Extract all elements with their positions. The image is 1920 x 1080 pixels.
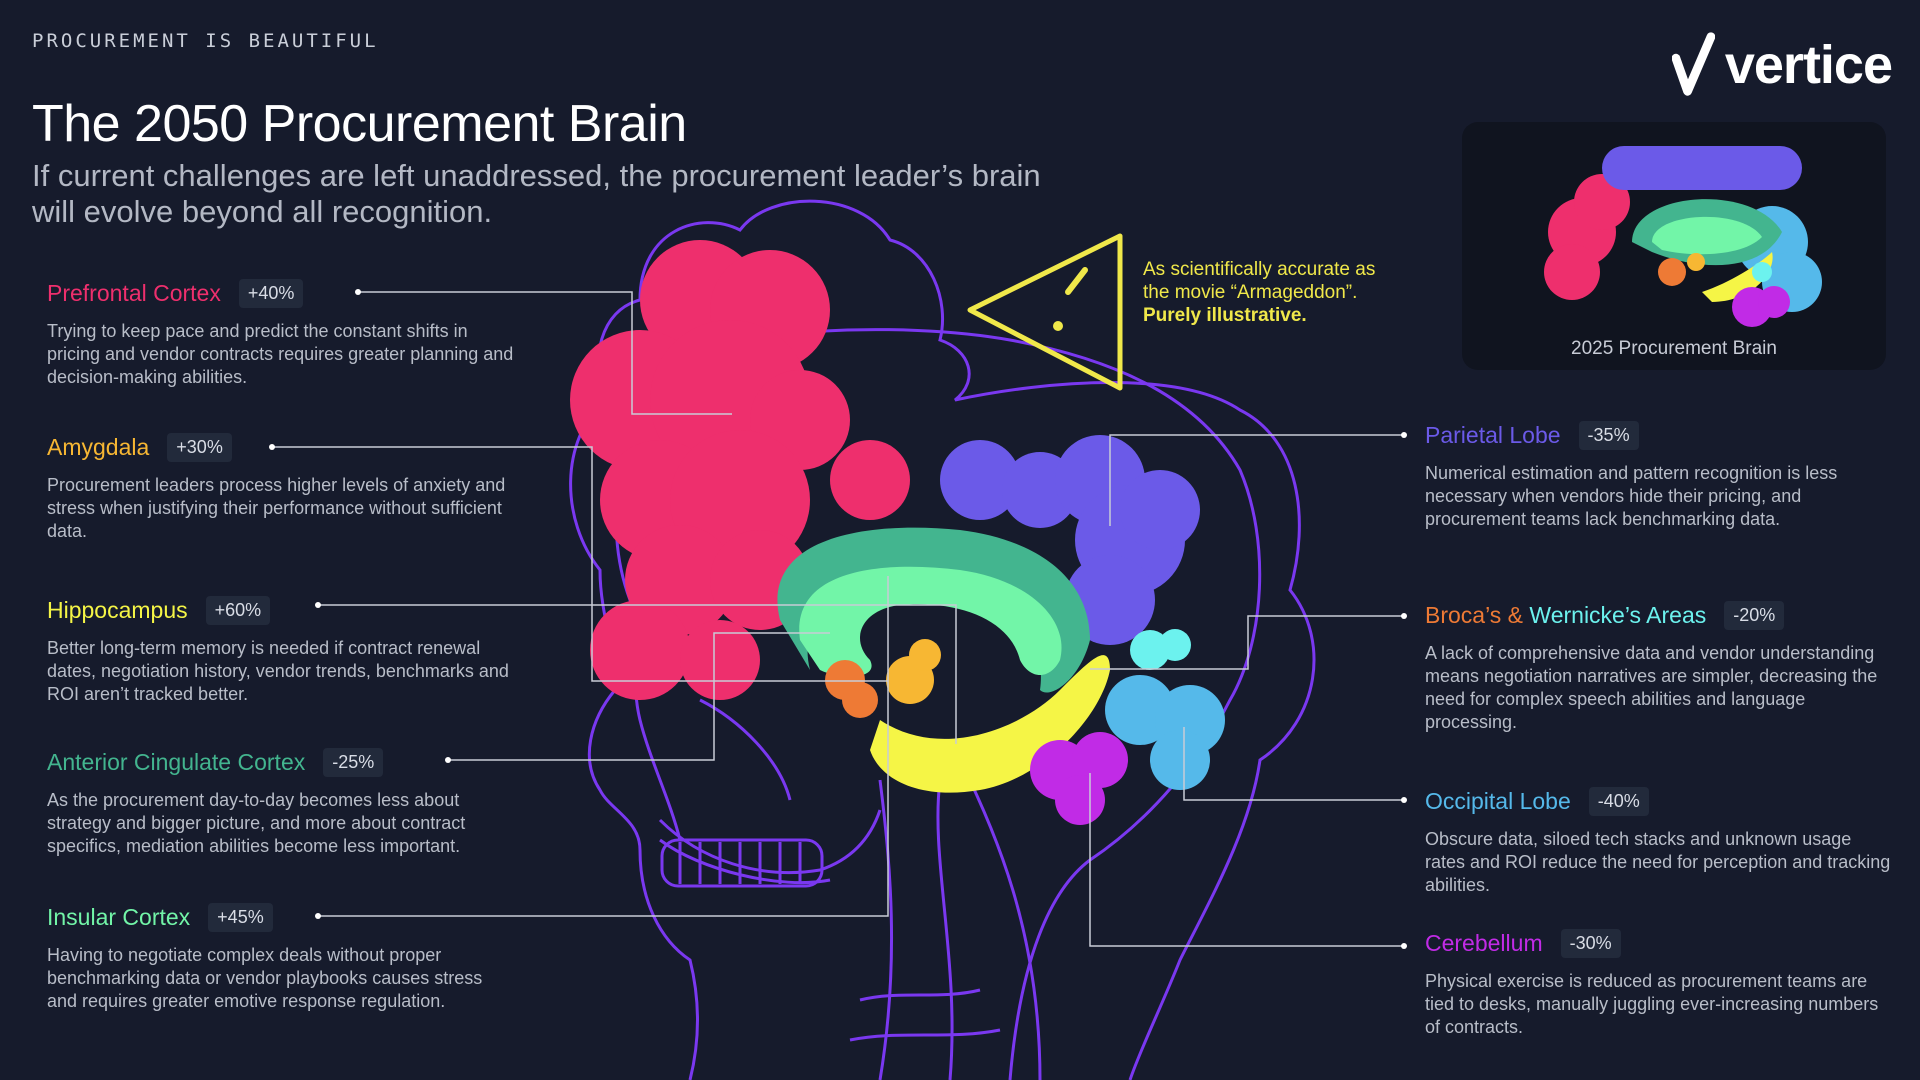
wernicke-label: Wernicke’s Areas xyxy=(1529,601,1707,628)
occipital-lobe-shape xyxy=(1105,675,1225,790)
region-name: Parietal Lobe xyxy=(1425,421,1561,448)
region-pct-badge: +30% xyxy=(167,432,232,462)
region-pct-badge: +45% xyxy=(208,902,273,932)
region-parietal-lobe: Parietal Lobe -35% Numerical estimation … xyxy=(1425,418,1895,531)
region-name: Insular Cortex xyxy=(47,903,191,930)
region-pct-badge: -30% xyxy=(1560,928,1621,958)
region-occipital-lobe: Occipital Lobe -40% Obscure data, siloed… xyxy=(1425,784,1895,897)
region-cerebellum: Cerebellum -30% Physical exercise is red… xyxy=(1425,926,1895,1039)
region-prefrontal-cortex: Prefrontal Cortex +40% Trying to keep pa… xyxy=(47,276,517,389)
region-description: A lack of comprehensive data and vendor … xyxy=(1425,643,1878,732)
cerebellum-shape xyxy=(1030,732,1128,825)
anterior-cingulate-shape xyxy=(777,527,1090,693)
mini-brain-illustration xyxy=(1544,146,1822,327)
hippocampus-shape xyxy=(870,655,1110,793)
parietal-lobe-shape xyxy=(940,435,1200,645)
mini-brain-caption: 2025 Procurement Brain xyxy=(1571,338,1777,359)
broca-area-shape xyxy=(825,660,878,718)
wernicke-area-shape xyxy=(1130,629,1191,670)
region-description: Better long-term memory is needed if con… xyxy=(47,638,509,704)
warning-note: As scientifically accurate as the movie … xyxy=(1143,258,1403,327)
page-subtitle: If current challenges are left unaddress… xyxy=(32,158,1041,229)
broca-label: Broca’s & xyxy=(1425,601,1524,628)
region-description: As the procurement day-to-day becomes le… xyxy=(47,790,466,856)
mini-brain-card: 2025 Procurement Brain xyxy=(1462,122,1886,370)
region-description: Numerical estimation and pattern recogni… xyxy=(1425,463,1838,529)
region-amygdala: Amygdala +30% Procurement leaders proces… xyxy=(47,430,517,543)
region-insular-cortex: Insular Cortex +45% Having to negotiate … xyxy=(47,900,517,1013)
region-name: Hippocampus xyxy=(47,596,188,623)
region-name: Cerebellum xyxy=(1425,929,1543,956)
region-description: Having to negotiate complex deals withou… xyxy=(47,945,483,1011)
region-name: Prefrontal Cortex xyxy=(47,279,221,306)
region-name: Occipital Lobe xyxy=(1425,787,1571,814)
region-name: Amygdala xyxy=(47,433,150,460)
prefrontal-cortex-shape xyxy=(570,240,910,700)
region-pct-badge: +40% xyxy=(238,278,304,308)
warning-text: As scientifically accurate as the movie … xyxy=(1143,259,1376,303)
region-description: Procurement leaders process higher level… xyxy=(47,475,506,541)
insular-cortex-shape xyxy=(799,566,1062,677)
region-description: Trying to keep pace and predict the cons… xyxy=(47,321,514,387)
region-pct-badge: -35% xyxy=(1578,420,1639,450)
warning-triangle-icon xyxy=(967,233,1123,391)
region-pct-badge: -20% xyxy=(1724,600,1785,630)
page-title: The 2050 Procurement Brain xyxy=(32,95,687,153)
leader-dots xyxy=(269,289,1407,949)
checkmark-logo-icon xyxy=(1672,32,1715,96)
logo-wordmark: vertice xyxy=(1724,35,1893,95)
vertice-logo: vertice xyxy=(1672,30,1893,100)
leader-lines xyxy=(272,291,1404,947)
region-hippocampus: Hippocampus +60% Better long-term memory… xyxy=(47,593,517,706)
region-anterior-cingulate-cortex: Anterior Cingulate Cortex -25% As the pr… xyxy=(47,745,517,858)
region-name: Broca’s & Wernicke’s Areas xyxy=(1425,602,1706,629)
region-pct-badge: -25% xyxy=(323,747,384,777)
region-description: Physical exercise is reduced as procurem… xyxy=(1425,971,1879,1037)
region-name: Anterior Cingulate Cortex xyxy=(47,748,306,775)
warning-bold: Purely illustrative. xyxy=(1143,305,1307,326)
region-pct-badge: -40% xyxy=(1588,786,1649,816)
region-broca-wernicke: Broca’s & Wernicke’s Areas -20% A lack o… xyxy=(1425,598,1895,734)
region-pct-badge: +60% xyxy=(205,595,271,625)
amygdala-shape xyxy=(886,639,941,704)
eyebrow-label: PROCUREMENT IS BEAUTIFUL xyxy=(32,30,379,52)
region-description: Obscure data, siloed tech stacks and unk… xyxy=(1425,829,1891,895)
